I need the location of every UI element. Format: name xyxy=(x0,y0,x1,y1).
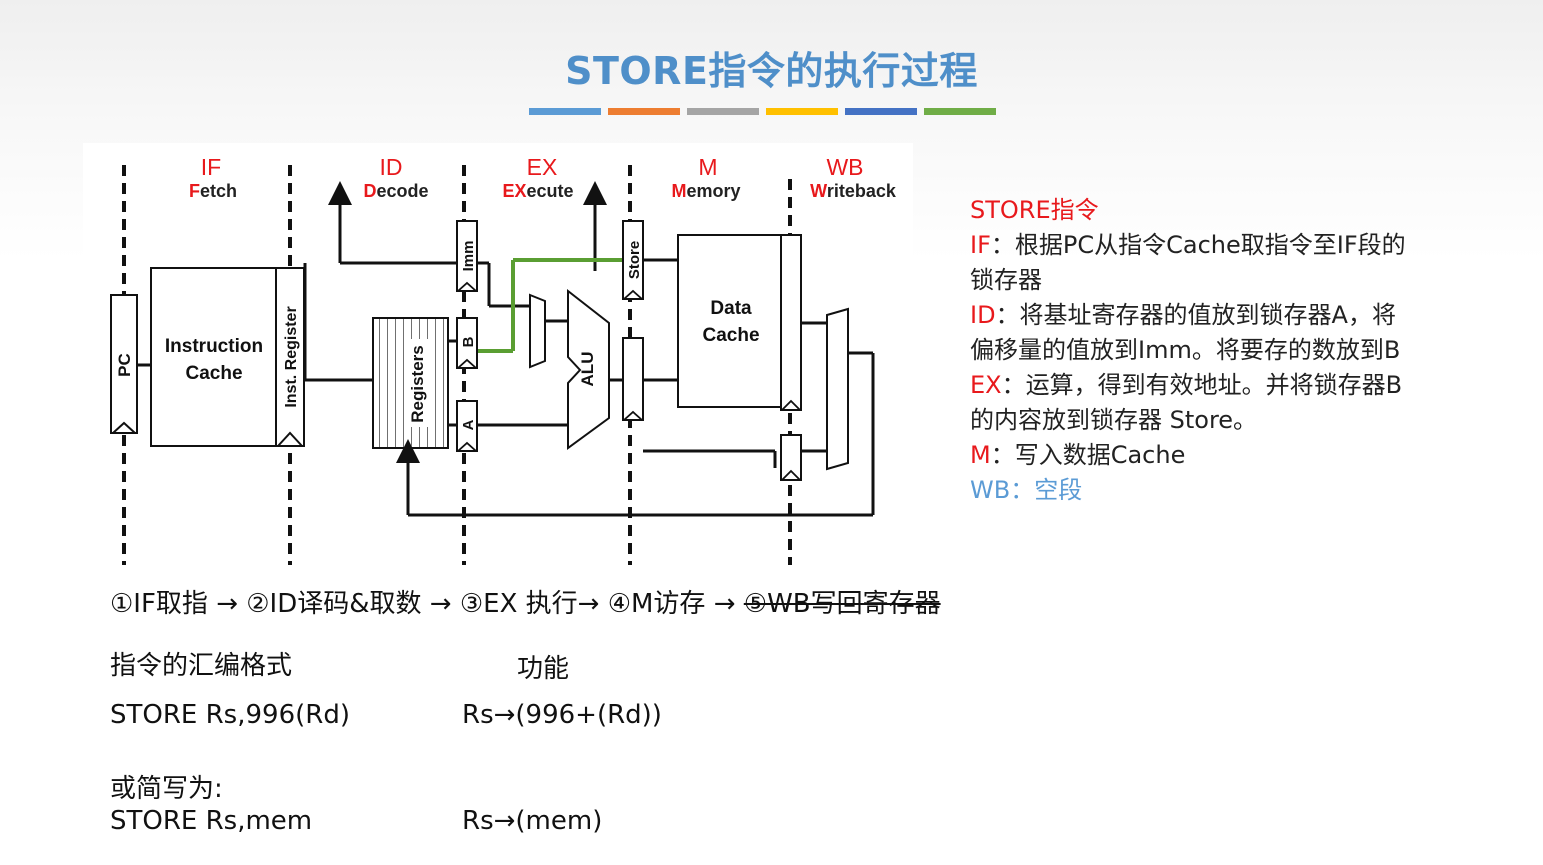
panel-if-line-2: 锁存器 xyxy=(970,266,1042,294)
stage-id-abbr: ID xyxy=(380,154,403,180)
alu-label: ALU xyxy=(578,352,597,387)
slide-title: STORE指令的执行过程 xyxy=(565,49,978,93)
stage-ex-name: EXecute xyxy=(502,181,573,201)
steps-struck: ⑤WB写回寄存器 xyxy=(743,589,941,619)
imm-label: Imm xyxy=(460,241,477,272)
format-note: 或简写为: xyxy=(110,774,223,804)
steps-main: ①IF取指 → ②ID译码&取数 → ③EX 执行→ ④M访存 → xyxy=(110,589,744,619)
pipeline-steps: ①IF取指 → ②ID译码&取数 → ③EX 执行→ ④M访存 → ⑤WB写回寄… xyxy=(110,583,941,620)
pc-label: PC xyxy=(115,353,134,377)
color-bar-1 xyxy=(529,108,601,115)
color-bar-4 xyxy=(766,108,838,115)
color-bar-6 xyxy=(924,108,996,115)
format-row1-right: Rs→(996+(Rd)) xyxy=(462,700,662,730)
store-latch xyxy=(622,220,644,300)
stage-ex-abbr: EX xyxy=(527,154,558,180)
b-label: B xyxy=(460,336,477,347)
stage-if-name: Fetch xyxy=(189,181,237,201)
format-row2-left: STORE Rs,mem xyxy=(110,806,313,836)
a-latch xyxy=(456,400,478,452)
panel-id-line: ID：将基址寄存器的值放到锁存器A，将 xyxy=(970,301,1396,329)
panel-ex-line: EX：运算，得到有效地址。并将锁存器B xyxy=(970,371,1403,399)
inst-register xyxy=(275,267,305,447)
alu xyxy=(567,288,610,450)
color-bar-5 xyxy=(845,108,917,115)
data-cache xyxy=(677,234,784,408)
data-cache-label-1: Data xyxy=(710,298,752,319)
stage-wb-name: Writeback xyxy=(810,181,897,201)
instruction-cache xyxy=(150,267,279,447)
mem-wb-latch-1 xyxy=(780,234,802,411)
registers-label: Registers xyxy=(408,345,427,422)
stage-id-name: Decode xyxy=(363,181,428,201)
instruction-cache-label-2: Cache xyxy=(185,363,242,384)
panel-wb-line: WB：空段 xyxy=(970,476,1083,504)
panel-id-line-2: 偏移量的值放到Imm。将要存的数放到B xyxy=(970,336,1401,364)
panel-if-line: IF：根据PC从指令Cache取指令至IF段的 xyxy=(970,231,1406,259)
panel-ex-line-2: 的内容放到锁存器 Store。 xyxy=(970,406,1258,434)
format-row2-right: Rs→(mem) xyxy=(462,806,603,836)
stage-m-abbr: M xyxy=(698,154,717,180)
alu-input-mux xyxy=(529,293,546,369)
color-bar-2 xyxy=(608,108,680,115)
alu-output-latch xyxy=(622,337,644,421)
a-label: A xyxy=(460,419,477,430)
stage-wb-abbr: WB xyxy=(826,154,863,180)
pc-register xyxy=(110,294,138,434)
instruction-cache-label-1: Instruction xyxy=(165,336,263,357)
panel-m-line: M：写入数据Cache xyxy=(970,441,1186,469)
store-label: Store xyxy=(626,241,643,279)
format-row1-left: STORE Rs,996(Rd) xyxy=(110,700,350,730)
format-header-left: 指令的汇编格式 xyxy=(110,651,293,681)
writeback-mux xyxy=(826,307,849,471)
color-bar-3 xyxy=(687,108,759,115)
imm-latch xyxy=(456,220,478,292)
b-latch xyxy=(456,317,478,369)
explanation-panel: STORE指令 IF：根据PC从指令Cache取指令至IF段的 锁存器 ID：将… xyxy=(970,193,1510,508)
pipeline-diagram: IF ID EX M WB Fetch Decode EXecute Memor… xyxy=(83,143,913,570)
stage-m-name: Memory xyxy=(671,181,740,201)
mem-wb-latch-2 xyxy=(780,434,802,481)
panel-heading: STORE指令 xyxy=(970,196,1099,224)
format-header-right: 功能 xyxy=(517,654,570,684)
data-cache-label-2: Cache xyxy=(702,325,759,346)
inst-register-label: Inst. Register xyxy=(283,306,300,407)
stage-if-abbr: IF xyxy=(201,154,221,180)
